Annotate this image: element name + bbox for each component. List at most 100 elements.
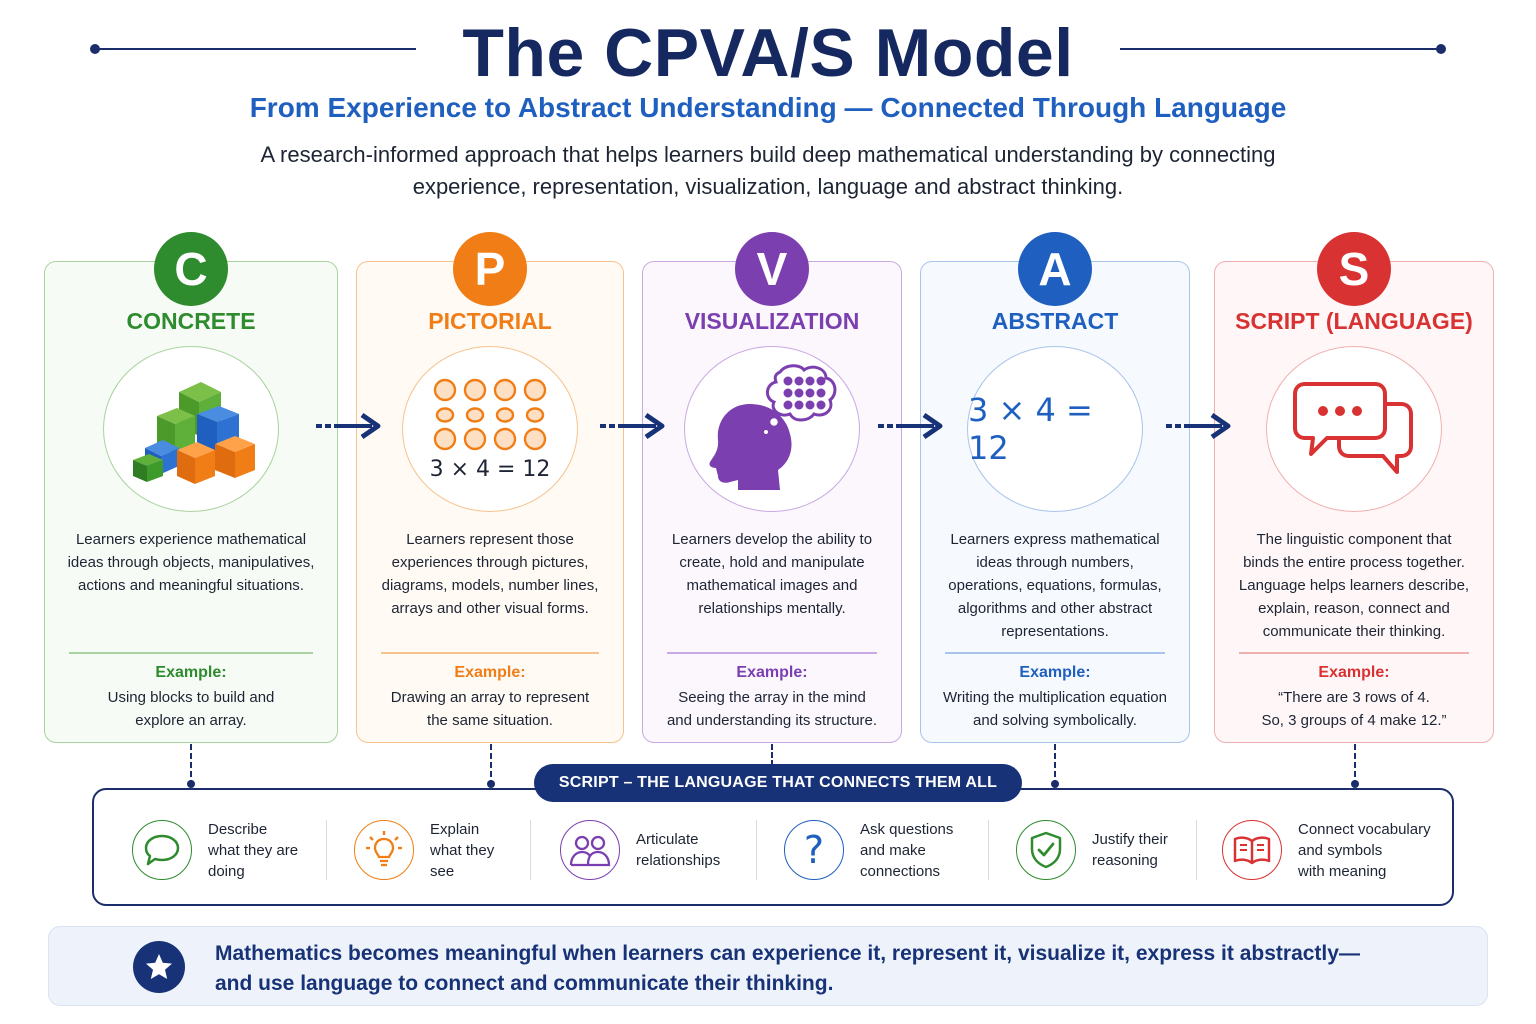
stage-card-concrete: C CONCRETE Learners experience mathemati… [44,232,338,743]
example-text: Seeing the array in the mind and underst… [655,686,889,732]
skill-text: Explain what they see [430,819,570,882]
example-line: “There are 3 rows of 4. [1278,689,1430,706]
stage-illustration: 3 × 4 = 12 [967,346,1143,512]
skill-text: Justify their reasoning [1092,829,1232,871]
skill-divider [326,820,327,880]
stage-description: Learners represent those experiences thr… [369,528,611,620]
desc-line: create, hold and manipulate [679,554,865,571]
example-line: and solving symbolically. [973,712,1137,729]
skill-explain: Explain what they see [354,818,570,882]
dashed-connector [1054,744,1056,786]
desc-line: mathematical images and [686,577,858,594]
question-mark-icon-wrap: ? [784,820,844,880]
example-line: Drawing an array to represent [390,689,590,706]
star-icon [146,954,172,979]
dashed-connector [1354,744,1356,786]
example-text: Using blocks to build and explore an arr… [57,686,325,732]
header-rule-left [94,48,416,50]
skill-line: Describe [208,820,268,838]
example-label: Example: [454,664,526,681]
skill-text: Articulate relationships [636,829,776,871]
skill-line: Justify their [1092,831,1168,848]
thinking-head-icon [709,364,837,490]
example-line: and understanding its structure. [666,712,878,729]
example-label: Example: [1318,664,1390,681]
example-text: “There are 3 rows of 4. So, 3 groups of … [1227,686,1481,732]
skill-describe: Describe what they are doing [132,818,348,882]
desc-line: explain, reason, connect and [1258,600,1450,617]
dashed-connector [490,744,492,786]
example-line: the same situation. [427,712,553,729]
desc-line: ideas through numbers, [976,554,1134,571]
open-book-icon [1233,836,1271,865]
example-line: So, 3 groups of 4 make 12.” [1261,712,1447,729]
stage-letter-badge: V [735,232,809,306]
desc-line: relationships mentally. [698,600,846,617]
skill-line: reasoning [1092,852,1158,869]
intro-text: A research-informed approach that helps … [200,139,1336,203]
stage-illustration [1266,346,1442,512]
array-equation: 3 × 4 = 12 [429,456,551,482]
stage-card-script: S SCRIPT (LANGUAGE) The linguistic compo… [1214,232,1494,743]
skill-line: Articulate [636,831,699,848]
stage-description: Learners express mathematical ideas thro… [933,528,1177,643]
skill-justify: Justify their reasoning [1016,818,1232,882]
desc-line: Learners experience mathematical [75,531,307,548]
desc-line: communicate their thinking. [1262,623,1446,640]
people-icon-wrap [560,820,620,880]
flow-arrow-icon [878,412,943,440]
example-label: Example: [1019,664,1091,681]
desc-line: algorithms and other abstract [957,600,1153,617]
stacked-blocks-icon [133,382,255,484]
flow-arrow-icon [1166,412,1231,440]
skill-line: doing [208,862,245,880]
stage-card-pictorial: P PICTORIAL 3 × 4 = 12 Learners represen… [356,232,624,743]
page-title: The CPVA/S Model [462,15,1074,91]
skill-text: Ask questions and make connections [860,819,1000,882]
skill-divider [1196,820,1197,880]
speech-bubble-icon-wrap [132,820,192,880]
stage-description: Learners experience mathematical ideas t… [57,528,325,597]
stage-description: Learners develop the ability to create, … [655,528,889,620]
skill-divider [756,820,757,880]
summary-banner: Mathematics becomes meaningful when lear… [48,926,1488,1006]
example-label: Example: [736,664,808,681]
summary-line: Mathematics becomes meaningful when lear… [215,942,1360,965]
desc-line: actions and meaningful situations. [78,577,304,594]
stage-name: CONCRETE [126,308,256,334]
skill-line: connections [860,862,941,880]
stage-letter-badge: A [1018,232,1092,306]
skill-line: see [430,862,455,880]
stage-illustration [684,346,860,512]
connector-dot [1051,780,1059,788]
desc-line: binds the entire process together. [1243,554,1465,571]
dashed-connector [190,744,192,786]
skill-line: what they [430,841,495,859]
summary-text: Mathematics becomes meaningful when lear… [215,939,1455,999]
skill-line: and make [860,841,926,859]
skill-line: with meaning [1298,862,1387,880]
card-divider [945,652,1165,654]
skill-connect-vocabulary: Connect vocabulary and symbols with mean… [1222,818,1458,882]
connector-dot [1351,780,1359,788]
stage-card-abstract: A ABSTRACT 3 × 4 = 12 Learners express m… [920,232,1190,743]
intro-line: A research-informed approach that helps … [260,142,1276,167]
skill-line: Ask questions [860,820,954,838]
lightbulb-icon [366,831,402,867]
header-rule-right [1120,48,1442,50]
connector-dot [487,780,495,788]
speech-bubble-icon [144,834,180,866]
dot-array-icon [433,378,547,450]
desc-line: operations, equations, formulas, [948,577,1162,594]
example-text: Drawing an array to represent the same s… [369,686,611,732]
stage-letter-badge: S [1317,232,1391,306]
skill-line: Connect vocabulary [1298,820,1431,838]
desc-line: experiences through pictures, [391,554,589,571]
skill-text: Describe what they are doing [208,819,348,882]
stage-name: SCRIPT (LANGUAGE) [1235,308,1473,334]
desc-line: Learners represent those [406,531,574,548]
card-divider [69,652,313,654]
equation-icon: 3 × 4 = 12 [968,391,1093,467]
skill-divider [988,820,989,880]
card-divider [381,652,599,654]
